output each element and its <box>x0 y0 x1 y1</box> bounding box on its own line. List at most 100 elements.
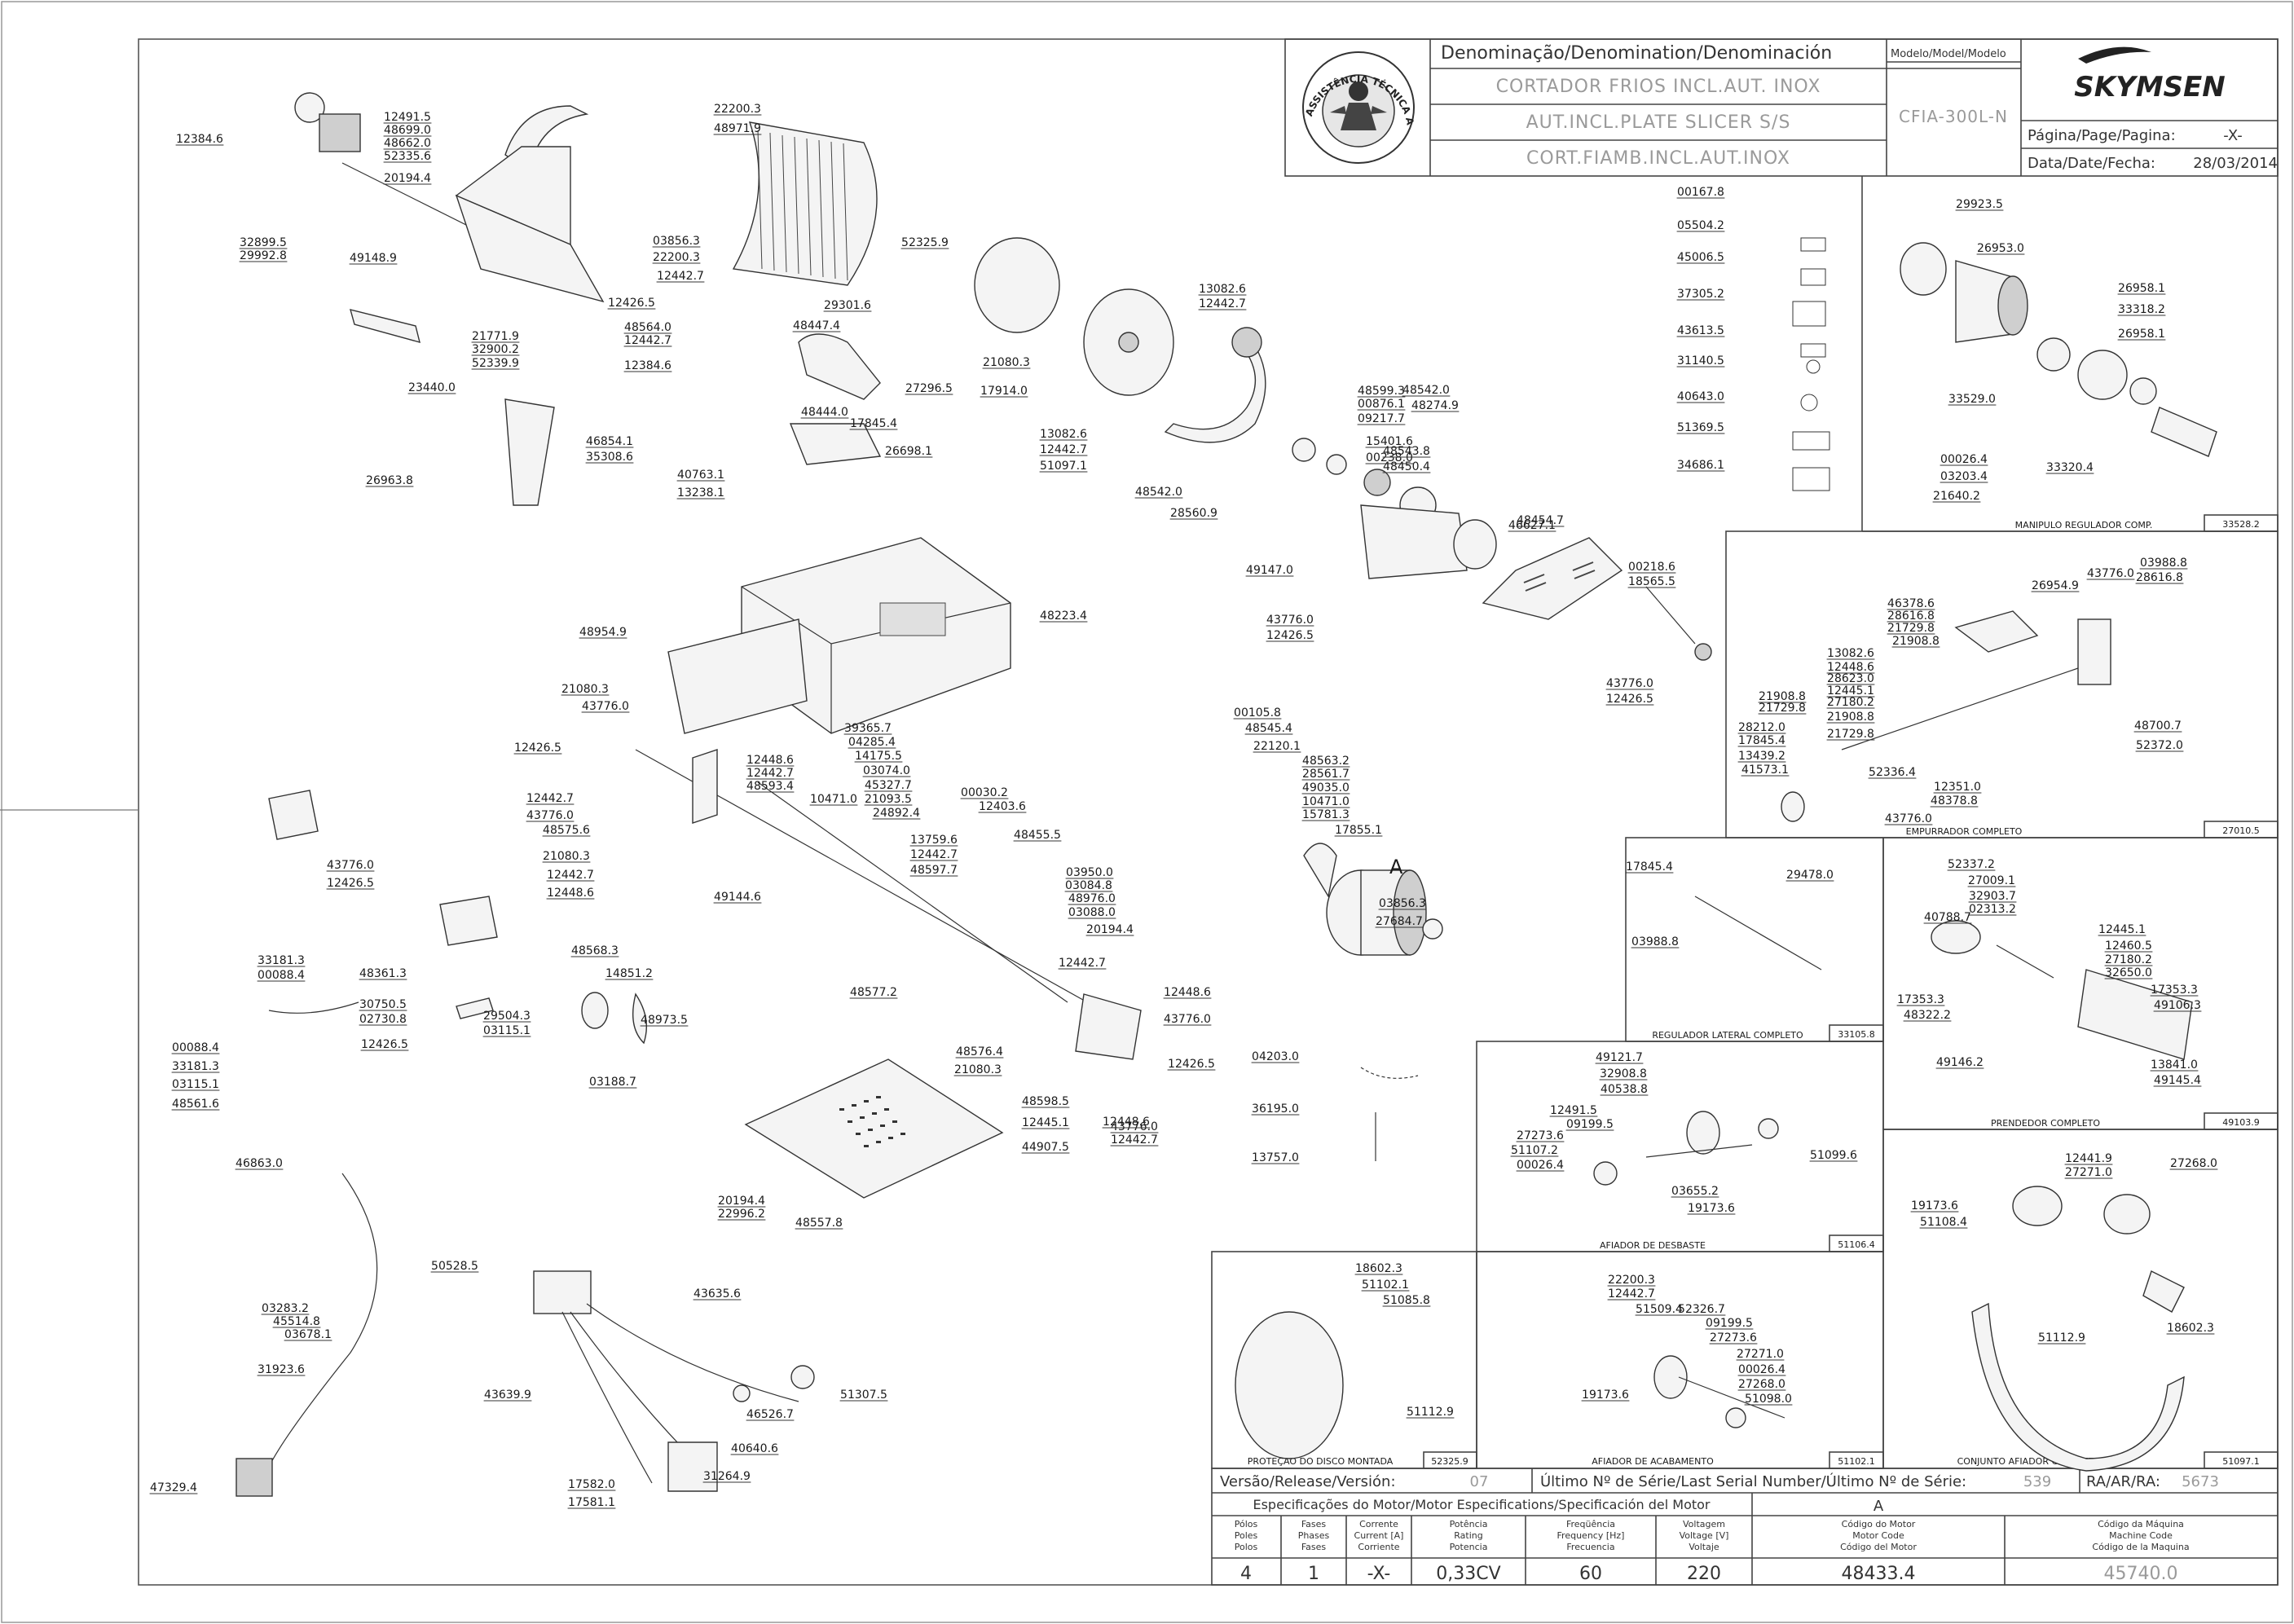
part-number-label: 33318.2 <box>2118 303 2165 316</box>
part-number-label: 00026.4 <box>1517 1159 1564 1172</box>
part-number-label: 28616.8 <box>1887 610 1935 623</box>
part-number-label: 22200.3 <box>714 103 761 116</box>
part-number-label: 32900.2 <box>472 343 519 356</box>
part-number-label: 21640.2 <box>1933 490 1980 503</box>
part-number-label: 12445.1 <box>1827 684 1874 698</box>
assembly-title-acabamento: AFIADOR DE ACABAMENTO <box>1592 1456 1714 1467</box>
part-number-label: 51097.1 <box>1040 460 1087 473</box>
part-number-label: 03074.0 <box>863 764 910 777</box>
part-number-label: 33181.3 <box>258 954 305 967</box>
part-number-label: 32650.0 <box>2105 966 2152 979</box>
part-number-label: 13439.2 <box>1738 750 1785 763</box>
date-label: Data/Date/Fecha: <box>2028 155 2155 172</box>
part-number-label: 48597.7 <box>910 864 958 877</box>
part-number-label: 51098.0 <box>1745 1393 1792 1406</box>
part-number-label: 21080.3 <box>983 356 1030 369</box>
part-number-label: 48322.2 <box>1904 1009 1951 1022</box>
motor-marker: A <box>1389 856 1403 878</box>
part-number-label: 12448.6 <box>746 754 794 767</box>
motor-spec-col-header: Motor Code <box>1852 1530 1904 1541</box>
part-number-label: 48378.8 <box>1931 794 1978 808</box>
part-number-label: 35308.6 <box>586 451 633 464</box>
part-number-label: 12448.6 <box>1827 661 1874 674</box>
part-number-label: 00105.8 <box>1234 706 1281 720</box>
part-number-label: 13759.6 <box>910 834 958 847</box>
part-number-label: 17855.1 <box>1335 824 1382 837</box>
part-number-label: 27180.2 <box>1827 696 1874 709</box>
part-number-label: 43635.6 <box>693 1287 741 1301</box>
part-number-label: 00030.2 <box>961 786 1008 799</box>
motor-spec-col-header: Fases <box>1301 1519 1327 1529</box>
part-number-label: 17845.4 <box>1738 734 1785 747</box>
part-number-label: 46378.6 <box>1887 597 1935 610</box>
part-number-label: 44907.5 <box>1022 1141 1069 1154</box>
part-number-label: 12442.7 <box>746 767 794 780</box>
motor-spec-col-header: Frequency [Hz] <box>1557 1530 1625 1541</box>
part-number-label: 24892.4 <box>873 807 920 820</box>
part-number-label: 13757.0 <box>1252 1151 1299 1164</box>
part-number-label: 37305.2 <box>1677 288 1724 301</box>
part-number-label: 26963.8 <box>366 474 413 487</box>
part-number-label: 40643.0 <box>1677 390 1724 403</box>
ra-label: RA/AR/RA: <box>2086 1473 2160 1490</box>
motor-letter: A <box>1874 1498 1884 1515</box>
part-number-label: 12426.5 <box>327 877 374 890</box>
part-number-label: 43776.0 <box>2087 567 2134 580</box>
part-number-label: 29301.6 <box>824 299 871 312</box>
part-number-label: 12448.6 <box>1103 1116 1150 1129</box>
motor-spec-col-header: Corriente <box>1358 1542 1399 1552</box>
part-number-label: 21093.5 <box>865 793 912 806</box>
part-number-label: 28561.7 <box>1302 768 1350 781</box>
part-number-label: 09199.5 <box>1706 1317 1753 1330</box>
part-number-label: 30750.5 <box>359 998 407 1011</box>
part-number-label: 12442.7 <box>1608 1287 1655 1301</box>
part-number-label: 41573.1 <box>1741 764 1789 777</box>
ra-value: 5673 <box>2182 1473 2219 1490</box>
part-number-label: 48274.9 <box>1411 399 1459 412</box>
part-number-label: 49148.9 <box>350 252 397 265</box>
part-number-label: 52335.6 <box>384 150 431 163</box>
motor-spec-col-header: Poles <box>1235 1530 1258 1541</box>
part-number-label: 03988.8 <box>2140 557 2187 570</box>
part-number-label: 17581.1 <box>568 1496 615 1509</box>
part-number-label: 45327.7 <box>865 779 912 792</box>
part-number-label: 12442.7 <box>526 792 574 805</box>
part-number-label: 13082.6 <box>1199 283 1246 296</box>
part-number-label: 20194.4 <box>384 172 431 185</box>
part-number-label: 00088.4 <box>172 1041 219 1054</box>
part-number-label: 27009.1 <box>1968 874 2015 887</box>
part-number-label: 27268.0 <box>2170 1157 2217 1170</box>
part-number-label: 21729.8 <box>1759 702 1806 715</box>
part-number-label: 48593.4 <box>746 780 794 793</box>
part-number-label: 09199.5 <box>1566 1118 1614 1131</box>
date-value: 28/03/2014 <box>2193 155 2278 172</box>
part-number-label: 32908.8 <box>1600 1067 1647 1080</box>
motor-spec-col-header: Código del Motor <box>1840 1542 1917 1552</box>
part-number-label: 03950.0 <box>1066 866 1113 879</box>
version-label: Versão/Release/Versión: <box>1220 1473 1396 1490</box>
part-number-label: 51307.5 <box>840 1389 887 1402</box>
part-number-label: 51099.6 <box>1810 1149 1857 1162</box>
part-number-label: 48598.5 <box>1022 1095 1069 1108</box>
part-number-label: 21080.3 <box>543 850 590 863</box>
part-number-label: 48954.9 <box>579 626 627 639</box>
part-number-label: 26698.1 <box>885 445 932 458</box>
part-number-label: 43776.0 <box>1885 812 1932 825</box>
version-value: 07 <box>1470 1473 1489 1490</box>
part-number-label: 33529.0 <box>1948 393 1996 406</box>
part-number-label: 22120.1 <box>1253 740 1301 753</box>
part-number-label: 48973.5 <box>641 1014 688 1027</box>
part-number-label: 20194.4 <box>1086 923 1134 936</box>
part-drawings: A <box>236 92 2217 1497</box>
part-number-label: 43776.0 <box>1111 1120 1158 1133</box>
motor-spec-col-value: -X- <box>1367 1564 1391 1584</box>
assembly-code-acabamento: 51102.1 <box>1838 1456 1875 1467</box>
part-number-label: 43613.5 <box>1677 324 1724 337</box>
part-number-label: 17914.0 <box>980 385 1028 398</box>
part-number-label: 48542.0 <box>1135 486 1182 499</box>
assembly-code-manipulo: 33528.2 <box>2222 519 2260 530</box>
part-number-label: 48563.2 <box>1302 755 1350 768</box>
part-number-label: 49145.4 <box>2154 1074 2201 1087</box>
assembly-title-prendedor: PRENDEDOR COMPLETO <box>1991 1118 2100 1129</box>
assembly-code-regulador: 33105.8 <box>1838 1029 1875 1040</box>
